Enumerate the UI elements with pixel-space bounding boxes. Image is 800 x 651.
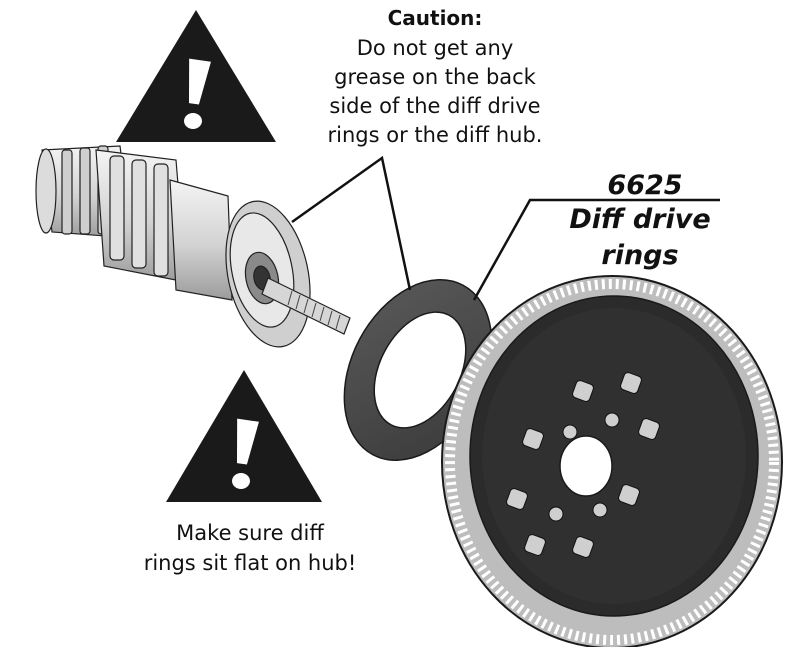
caution-text-line: grease on the back: [334, 65, 536, 89]
leader-lines: [291, 155, 720, 301]
caution-title: Caution:: [387, 6, 483, 30]
caution-text-line: Do not get any: [356, 36, 514, 60]
caution-text-line: side of the diff drive: [329, 94, 541, 118]
caution-text-line: rings or the diff hub.: [327, 123, 543, 147]
spur-gear: [441, 275, 783, 649]
note-text-line: rings sit flat on hub!: [143, 551, 357, 575]
part-name-label: rings: [601, 240, 679, 271]
diff-hub-shaft: [35, 145, 351, 348]
note-text-line: Make sure diff: [176, 521, 324, 545]
warning-triangle-icon: [166, 370, 322, 502]
part-name-label: Diff drive: [569, 204, 711, 235]
part-number-label: 6625: [607, 170, 683, 201]
warning-triangle-icon: [116, 10, 276, 142]
